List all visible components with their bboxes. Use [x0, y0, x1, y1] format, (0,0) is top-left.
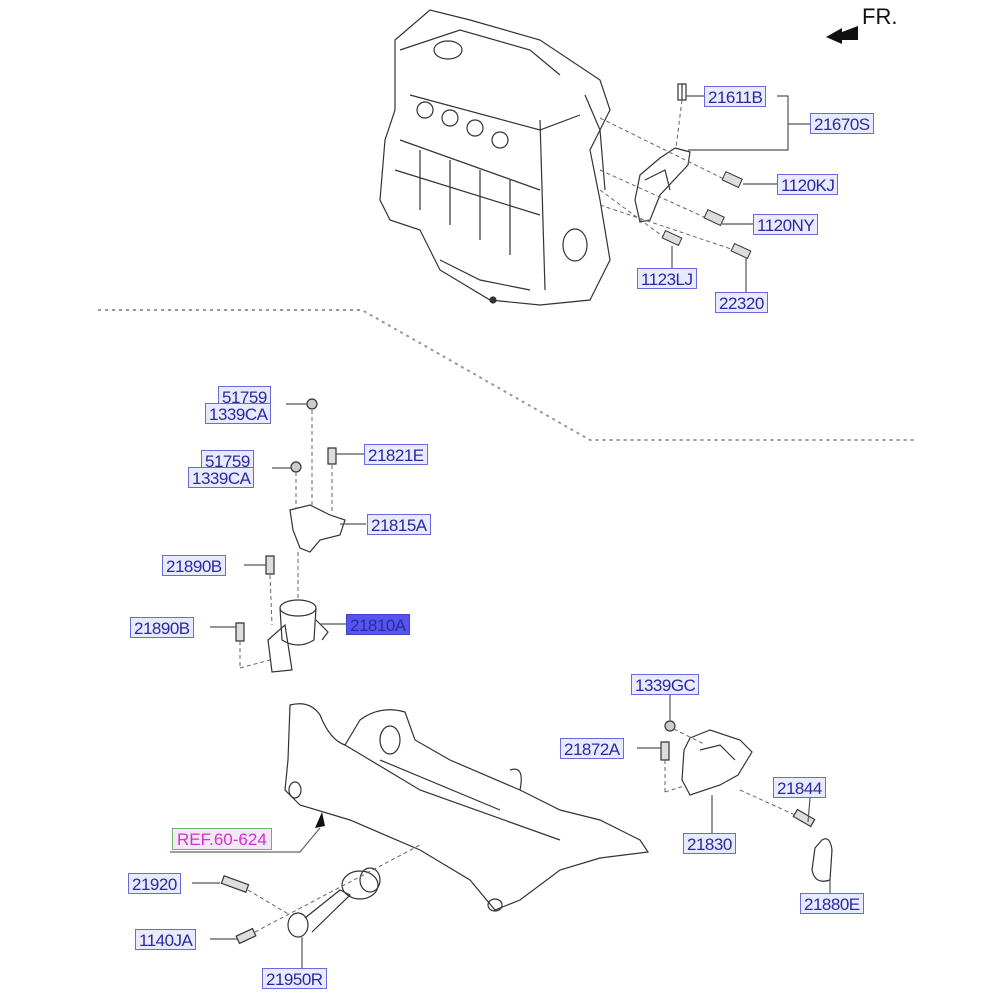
part-label-21880e[interactable]: 21880E: [800, 893, 864, 914]
part-label-1339gc[interactable]: 1339GC: [631, 674, 700, 695]
reference-prefix: REF.: [177, 830, 214, 849]
part-label-21815a[interactable]: 21815A: [367, 514, 431, 535]
part-label-21830[interactable]: 21830: [683, 833, 736, 854]
front-arrow-icon: [826, 26, 858, 44]
part-label-1339ca-lower[interactable]: 1339CA: [188, 467, 255, 488]
subframe-illustration: [285, 704, 648, 911]
guide-lines-left: [240, 410, 332, 668]
section-divider: [98, 310, 915, 440]
part-label-21872a[interactable]: 21872A: [560, 738, 624, 759]
part-label-21810a-highlighted[interactable]: 21810A: [346, 614, 410, 635]
part-label-21821e[interactable]: 21821E: [364, 444, 428, 465]
part-label-1339ca-upper[interactable]: 1339CA: [205, 403, 272, 424]
engine-block-illustration: [380, 10, 610, 305]
part-label-1120kj[interactable]: 1120KJ: [777, 174, 839, 195]
part-label-1140ja[interactable]: 1140JA: [135, 929, 197, 950]
leader-lines-left: [210, 404, 366, 627]
reference-number: 60-624: [213, 830, 267, 849]
part-label-21950r[interactable]: 21950R: [262, 968, 327, 989]
leader-lines-upper: [672, 96, 810, 292]
right-mount-illustration: [661, 721, 832, 881]
part-label-21844[interactable]: 21844: [773, 777, 826, 798]
leader-lines-rear: [192, 883, 302, 968]
engine-bracket-illustration: [635, 84, 690, 222]
part-label-21890b-lower[interactable]: 21890B: [130, 617, 194, 638]
part-label-21890b-upper[interactable]: 21890B: [162, 555, 226, 576]
part-label-51759-upper[interactable]: 51759: [218, 386, 271, 407]
part-label-1123lj[interactable]: 1123LJ: [637, 268, 697, 289]
left-mount-illustration: [236, 399, 345, 672]
reference-leader: [170, 828, 320, 852]
part-label-21670s[interactable]: 21670S: [810, 113, 874, 134]
part-label-21611b[interactable]: 21611B: [704, 86, 767, 107]
part-label-22320[interactable]: 22320: [715, 292, 768, 313]
rear-mount-illustration: [221, 868, 380, 943]
part-label-1120ny[interactable]: 1120NY: [753, 214, 819, 235]
guide-lines-right: [665, 729, 795, 815]
part-label-51759-lower[interactable]: 51759: [201, 450, 254, 471]
leader-lines-right: [637, 695, 830, 893]
front-direction-label: FR.: [862, 4, 898, 29]
guide-lines-upper: [600, 100, 740, 252]
part-label-21920[interactable]: 21920: [128, 873, 181, 894]
reference-arrow-icon: [315, 812, 325, 828]
bolts-upper: [662, 172, 751, 259]
guide-lines-rear: [248, 845, 420, 932]
reference-label[interactable]: REF.60-624: [172, 828, 272, 850]
